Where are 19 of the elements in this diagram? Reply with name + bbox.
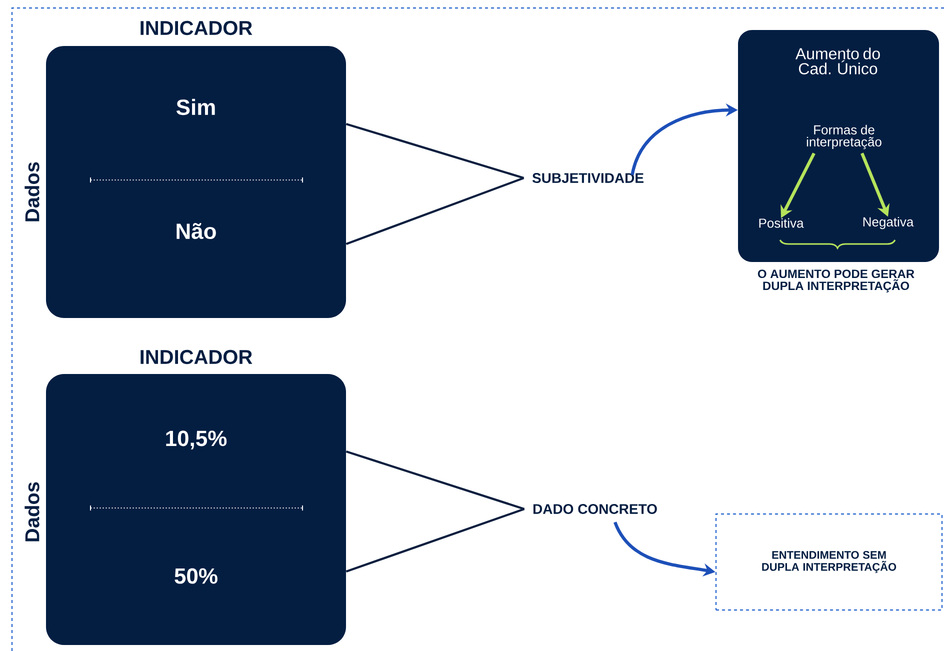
label-text: Formas de interpretação xyxy=(806,124,882,150)
connector-line xyxy=(345,450,526,573)
label-text: Positiva xyxy=(759,218,804,228)
label-text: DADO CONCRETO xyxy=(533,504,657,514)
heading: INDICADOR xyxy=(140,20,252,36)
note-text: O AUMENTO PODE GERAR DUPLA INTERPRETAÇÃO xyxy=(758,270,914,292)
node-label: 10,5% xyxy=(166,430,227,450)
connector-line xyxy=(345,122,525,246)
node-label: Não xyxy=(176,222,216,240)
node-label: 50% xyxy=(174,568,218,584)
side-label: Dados xyxy=(24,162,40,222)
dashed-box: ENTENDIMENTO SEM DUPLA INTERPRETAÇÃO xyxy=(715,513,943,611)
heading: INDICADOR xyxy=(140,350,252,364)
label-text: SUBJETIVIDADE xyxy=(532,173,644,183)
rounded-box: Sim Não xyxy=(46,46,346,318)
node-label: Sim xyxy=(176,98,215,116)
label-text: Negativa xyxy=(863,216,914,230)
side-label: Dados xyxy=(24,482,40,542)
rounded-box: 10,5% 50% xyxy=(46,374,346,645)
